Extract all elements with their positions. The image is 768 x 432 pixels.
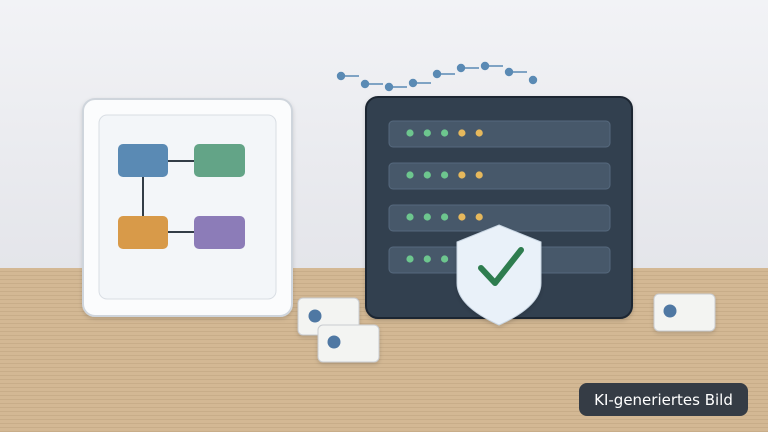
flowchart-node-green (194, 144, 245, 177)
server-slot (388, 120, 611, 148)
network-chain-icon (336, 61, 538, 92)
key-card-2 (317, 324, 380, 363)
status-led-amber (458, 171, 466, 179)
status-led-green (423, 171, 431, 179)
shield-check-icon (456, 224, 542, 326)
key-card-icon (297, 293, 716, 363)
status-led-amber (475, 129, 483, 137)
status-led-green (441, 213, 449, 221)
chain-node (384, 82, 394, 92)
chain-node (432, 69, 442, 79)
status-led-green (406, 213, 414, 221)
status-led-green (441, 171, 449, 179)
flowchart-node-orange (118, 216, 168, 249)
status-led-amber (458, 129, 466, 137)
ai-generated-badge: KI-generiertes Bild (579, 383, 748, 416)
key-card-3 (653, 293, 716, 332)
check-mark (478, 247, 524, 286)
chain-node (480, 61, 490, 71)
flowchart-panel-inner (98, 114, 277, 300)
chain-node (456, 63, 466, 73)
status-led-green (423, 129, 431, 137)
chain-node (504, 67, 514, 77)
status-led-green (423, 255, 431, 263)
status-led-amber (475, 171, 483, 179)
flowchart-node-blue (118, 144, 168, 177)
status-led-amber (475, 213, 483, 221)
status-led-green (406, 255, 414, 263)
chain-node (360, 79, 370, 89)
chain-node (408, 78, 418, 88)
chain-node (528, 75, 538, 85)
status-led-green (406, 129, 414, 137)
flowchart-diagram-icon (82, 98, 293, 317)
status-led-green (441, 255, 449, 263)
server-slot (388, 162, 611, 190)
status-led-green (423, 213, 431, 221)
status-led-green (406, 171, 414, 179)
server-slot (388, 204, 611, 232)
chain-node (336, 71, 346, 81)
flowchart-node-purple (194, 216, 245, 249)
status-led-green (441, 129, 449, 137)
status-led-amber (458, 213, 466, 221)
